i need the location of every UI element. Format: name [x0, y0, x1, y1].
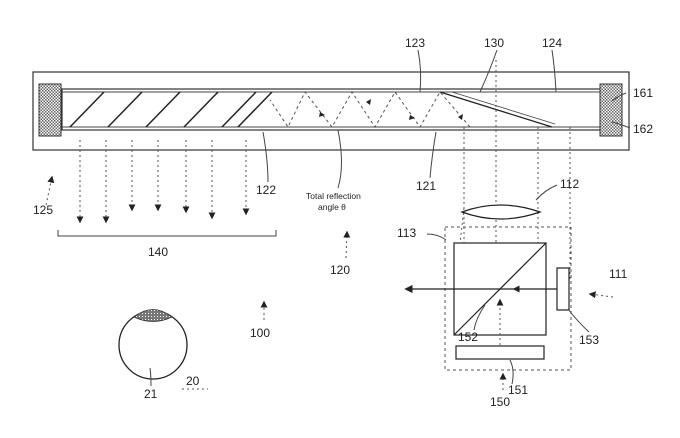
annotation-line-2: angle θ [318, 202, 346, 212]
label-21: 21 [144, 387, 158, 401]
display-panel-151 [455, 345, 545, 360]
reflection-arrowheads [319, 99, 463, 120]
label-100: 100 [250, 326, 270, 340]
outer-housing [32, 71, 630, 151]
reflective-surface-130-b [451, 91, 556, 125]
label-151: 151 [508, 383, 528, 397]
label-111: 111 [609, 267, 628, 281]
label-130: 130 [484, 36, 504, 50]
lens-112 [460, 204, 542, 220]
label-162: 162 [633, 122, 653, 136]
output-coupler-mirrors [69, 91, 273, 128]
bracket-140 [57, 230, 277, 237]
label-140: 140 [148, 245, 168, 259]
waveguide-body [61, 88, 603, 131]
label-112: 112 [560, 177, 579, 191]
label-161: 161 [633, 86, 653, 100]
label-120: 120 [330, 263, 350, 277]
label-153: 153 [579, 333, 599, 347]
projector-enclosure [444, 226, 572, 371]
left-end-block [38, 83, 62, 137]
label-125: 125 [33, 203, 53, 217]
end-block-161 [599, 83, 623, 137]
label-122: 122 [256, 183, 276, 197]
label-121: 121 [416, 179, 436, 193]
light-source-153 [556, 267, 570, 311]
label-124: 124 [542, 36, 562, 50]
label-20: 20 [186, 374, 200, 388]
label-152: 152 [458, 330, 478, 344]
label-113: 113 [397, 226, 416, 240]
label-150: 150 [490, 395, 510, 409]
label-123: 123 [405, 36, 425, 50]
lens-ray-left [459, 207, 465, 244]
reflective-surface-130 [439, 91, 553, 128]
leader-lines [149, 49, 631, 387]
pupil [133, 309, 173, 322]
output-light-rays [76, 140, 250, 224]
reference-arrows [45, 175, 614, 390]
annotation-line-1: Total reflection [306, 191, 361, 201]
total-reflection-path [269, 91, 471, 129]
